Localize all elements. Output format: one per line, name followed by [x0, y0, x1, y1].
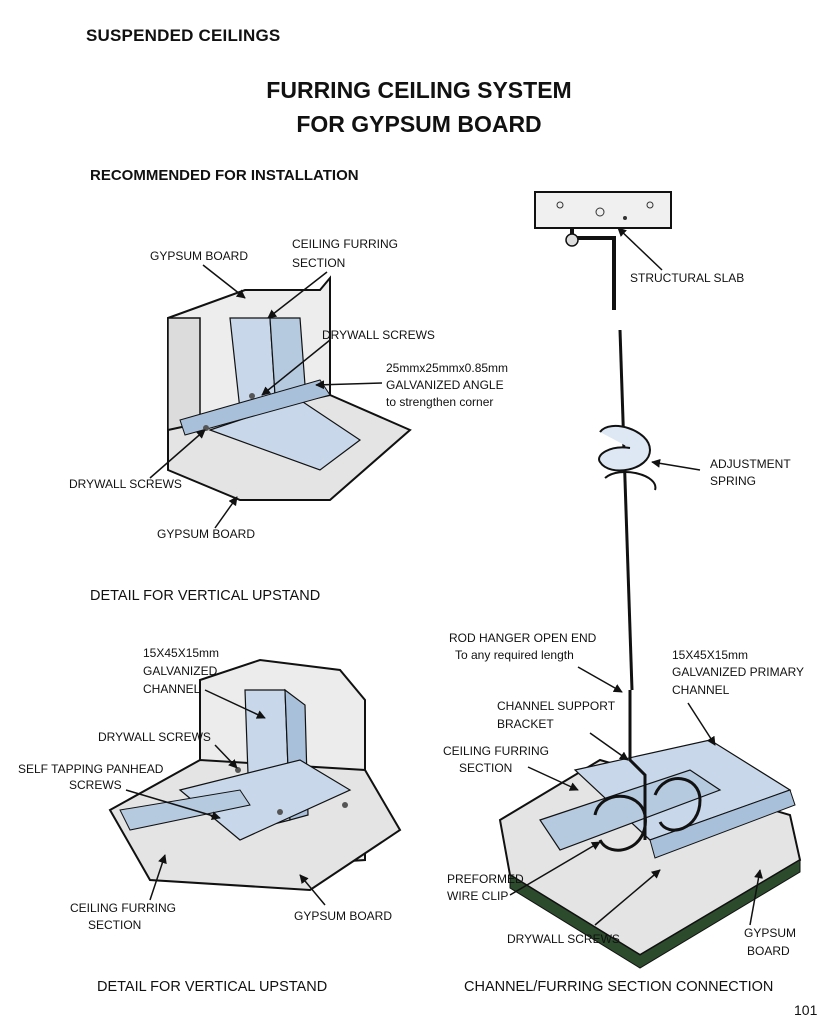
- d3-label-clip-1: PREFORMED: [447, 872, 524, 886]
- d3-label-rod-2: To any required length: [455, 648, 574, 662]
- d1-label-gypsum-top: GYPSUM BOARD: [150, 249, 249, 263]
- d2-label-tapping-2: SCREWS: [69, 778, 122, 792]
- d1-label-gypsum-bottom: GYPSUM BOARD: [157, 527, 256, 541]
- d2-label-furring-2: SECTION: [88, 918, 142, 932]
- page-title-line2: FOR GYPSUM BOARD: [296, 111, 542, 137]
- d3-label-bracket-1: CHANNEL SUPPORT: [497, 699, 616, 713]
- d1-label-screws-left: DRYWALL SCREWS: [69, 477, 182, 491]
- detail3-drawing: [498, 191, 802, 969]
- detail2-drawing: [108, 658, 402, 906]
- subtitle: RECOMMENDED FOR INSTALLATION: [90, 167, 359, 184]
- d2-label-screws: DRYWALL SCREWS: [98, 730, 211, 744]
- d2-label-channel-2: GALVANIZED: [143, 664, 218, 678]
- d2-label-channel-3: CHANNEL: [143, 682, 201, 696]
- d3-label-gypsum-1: GYPSUM: [744, 926, 797, 940]
- d3-caption: CHANNEL/FURRING SECTION CONNECTION: [464, 979, 774, 995]
- d3-label-screws: DRYWALL SCREWS: [507, 932, 620, 946]
- page-number: 101: [794, 1002, 818, 1018]
- d2-label-gypsum: GYPSUM BOARD: [294, 909, 393, 923]
- d3-label-rod-1: ROD HANGER OPEN END: [449, 631, 597, 645]
- d1-label-angle-3: to strengthen corner: [386, 395, 494, 409]
- d3-label-furring-1: CEILING FURRING: [443, 744, 550, 758]
- d1-label-furring-1: CEILING FURRING: [292, 237, 399, 251]
- d3-label-furring-2: SECTION: [459, 761, 513, 775]
- d3-label-spring-2: SPRING: [710, 474, 757, 488]
- d1-caption: DETAIL FOR VERTICAL UPSTAND: [90, 588, 321, 604]
- d3-label-primary-3: CHANNEL: [672, 683, 730, 697]
- d2-caption: DETAIL FOR VERTICAL UPSTAND: [97, 979, 328, 995]
- d2-label-tapping-1: SELF TAPPING PANHEAD: [18, 762, 164, 776]
- d2-label-channel-1: 15X45X15mm: [143, 646, 220, 660]
- d2-label-furring-1: CEILING FURRING: [70, 901, 177, 915]
- d3-label-primary-1: 15X45X15mm: [672, 648, 749, 662]
- d1-label-angle-1: 25mmx25mmx0.85mm: [386, 361, 509, 375]
- d1-label-angle-2: GALVANIZED ANGLE: [386, 378, 504, 392]
- d3-label-spring-1: ADJUSTMENT: [710, 457, 791, 471]
- d1-label-furring-2: SECTION: [292, 256, 346, 270]
- d3-label-gypsum-2: BOARD: [747, 944, 790, 958]
- d1-label-screws-top: DRYWALL SCREWS: [322, 328, 435, 342]
- d3-label-slab: STRUCTURAL SLAB: [630, 271, 745, 285]
- detail1-drawing: [149, 264, 412, 529]
- d3-label-bracket-2: BRACKET: [497, 717, 554, 731]
- d3-label-primary-2: GALVANIZED PRIMARY: [672, 665, 805, 679]
- d3-label-clip-2: WIRE CLIP: [447, 889, 509, 903]
- section-header: SUSPENDED CEILINGS: [86, 26, 281, 45]
- page-title-line1: FURRING CEILING SYSTEM: [266, 77, 572, 103]
